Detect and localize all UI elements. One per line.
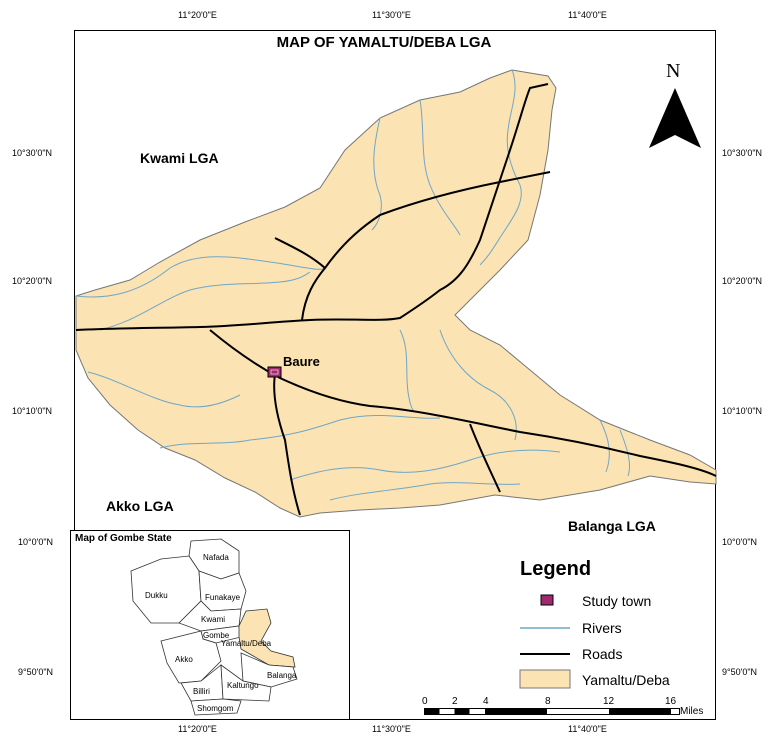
study-town-marker xyxy=(267,366,282,378)
river-7 xyxy=(399,329,416,413)
rivers xyxy=(75,69,631,501)
river-8 xyxy=(439,329,517,441)
top-coord-3: 11°40'0"E xyxy=(568,10,607,20)
legend-label-rivers: Rivers xyxy=(582,620,622,636)
river-2 xyxy=(99,271,311,331)
map-frame xyxy=(74,30,716,720)
bottom-coord-1: 11°20'0"E xyxy=(178,724,217,734)
inset-label-kwami: Kwami xyxy=(201,615,226,624)
inset-label-funakaye: Funakaye xyxy=(205,593,241,602)
legend-study-town-icon xyxy=(540,594,554,606)
river-10 xyxy=(419,99,461,236)
river-13 xyxy=(599,419,610,473)
inset-map-canvas xyxy=(130,538,298,716)
roads xyxy=(75,83,717,516)
inset-label-akko: Akko xyxy=(175,655,193,664)
legend-label-study-town: Study town xyxy=(582,593,652,609)
road-northeast xyxy=(324,171,551,269)
neighbor-kwami-label: Kwami LGA xyxy=(140,150,219,166)
inset-label-yamaltu-deba: Yamaltu/Deba xyxy=(221,639,272,648)
left-coord-4: 10°0'0"N xyxy=(18,537,54,547)
legend-lga-fill-icon xyxy=(519,669,571,689)
inset-label-dukku: Dukku xyxy=(145,591,168,600)
legend-symbols xyxy=(519,594,571,689)
inset-label-kaltungo: Kaltungo xyxy=(227,681,259,690)
map-title: MAP OF YAMALTU/DEBA LGA xyxy=(276,34,492,51)
road-baure-south xyxy=(273,373,301,516)
right-coord-3: 10°10'0"N xyxy=(722,406,763,416)
bottom-coord-2: 11°30'0"E xyxy=(372,724,411,734)
river-3 xyxy=(87,371,241,408)
scale-tick-0: 0 xyxy=(422,696,428,707)
inset-title: Map of Gombe State xyxy=(75,533,172,544)
inset-label-balanga: Balanga xyxy=(267,671,297,680)
left-coord-3: 10°10'0"N xyxy=(12,406,53,416)
yamaltu-deba-area xyxy=(75,69,717,518)
river-9 xyxy=(371,117,382,231)
road-north-link xyxy=(274,237,327,321)
neighbor-akko-label: Akko LGA xyxy=(106,498,174,514)
left-coord-5: 9°50'0"N xyxy=(18,667,54,677)
inset-lga-yamaltu-deba xyxy=(238,608,296,668)
scale-unit: Miles xyxy=(680,706,704,717)
top-coord-1: 11°20'0"E xyxy=(178,10,217,20)
left-coord-1: 10°30'0"N xyxy=(12,148,53,158)
top-coord-2: 11°30'0"E xyxy=(372,10,411,20)
inset-map: Map of Gombe State Naf xyxy=(70,530,350,720)
bottom-coord-3: 11°40'0"E xyxy=(568,724,607,734)
river-14 xyxy=(619,429,631,477)
right-coord-1: 10°30'0"N xyxy=(722,148,763,158)
scale-bar xyxy=(424,708,680,715)
scale-tick-8: 8 xyxy=(545,696,551,707)
town-label-baure: Baure xyxy=(283,354,320,369)
legend-label-roads: Roads xyxy=(582,646,623,662)
right-coord-4: 10°0'0"N xyxy=(722,537,758,547)
river-4 xyxy=(159,414,441,449)
road-main-east-west xyxy=(75,83,549,331)
inset-lga-kaltungo xyxy=(220,664,272,702)
scale-tick-4: 4 xyxy=(483,696,489,707)
inset-label-shomgom: Shomgom xyxy=(197,704,234,713)
scale-tick-16: 16 xyxy=(665,696,677,707)
river-11 xyxy=(506,69,521,186)
road-branch-south xyxy=(469,423,501,493)
river-1 xyxy=(75,256,326,298)
north-arrow-icon xyxy=(649,88,701,148)
scale-tick-2: 2 xyxy=(452,696,458,707)
north-label: N xyxy=(666,60,681,82)
river-5 xyxy=(289,449,561,481)
inset-lga-akko xyxy=(160,630,222,684)
inset-lga-shomgom xyxy=(190,698,242,716)
legend-label-yamaltu-deba: Yamaltu/Deba xyxy=(582,672,670,688)
left-coord-2: 10°20'0"N xyxy=(12,276,53,286)
right-coord-2: 10°20'0"N xyxy=(722,276,763,286)
river-6 xyxy=(329,482,521,501)
scale-tick-12: 12 xyxy=(603,696,615,707)
neighbor-balanga-label: Balanga LGA xyxy=(568,518,656,534)
inset-label-gombe: Gombe xyxy=(203,631,230,640)
inset-label-billiri: Billiri xyxy=(193,687,210,696)
river-12 xyxy=(479,184,522,266)
inset-label-nafada: Nafada xyxy=(203,553,229,562)
right-coord-5: 9°50'0"N xyxy=(722,667,758,677)
legend-title: Legend xyxy=(520,558,592,580)
